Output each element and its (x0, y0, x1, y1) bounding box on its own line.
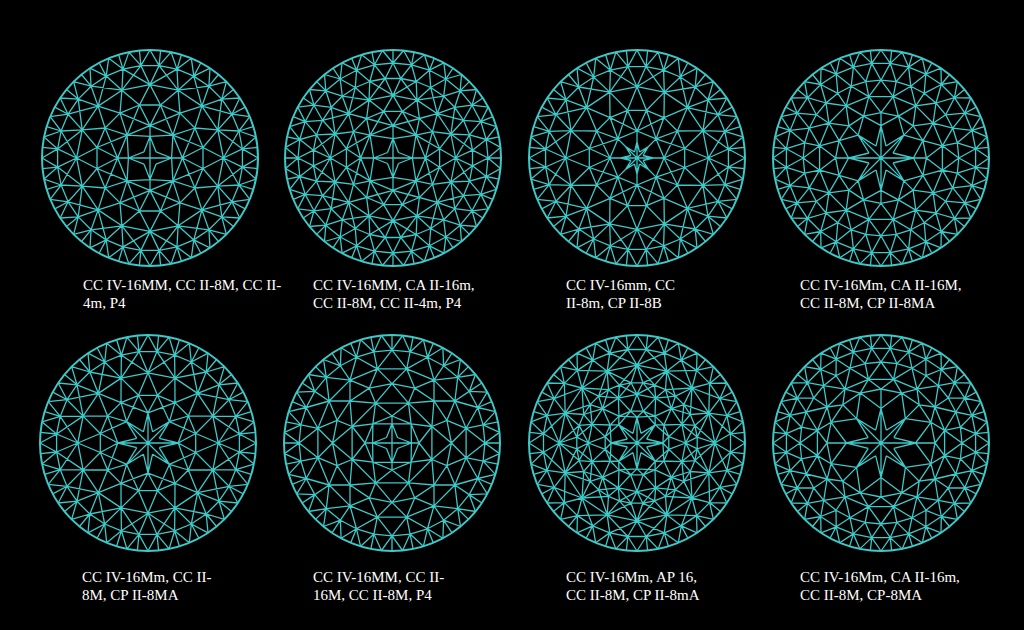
facet-caption: CC IV-16MM, CC II-8M, CC II-4m, P4 (83, 276, 302, 312)
caption-slot: CC IV-16MM, CA II-16m, CC II-8M, CC II-4… (313, 276, 488, 312)
facet-lines (773, 50, 989, 266)
facet-diagram (773, 50, 989, 266)
girdle-outline (773, 50, 989, 266)
caption-slot: CC IV-16Mm, CC II-8M, CP II-8MA (82, 568, 220, 604)
facet-caption: CC IV-16Mm, CC II-8M, CP II-8MA (82, 568, 220, 604)
caption-slot: CC IV-16mm, CC II-8m, CP II-8B (566, 276, 688, 312)
girdle-outline (284, 335, 500, 551)
girdle-outline (773, 335, 989, 551)
caption-slot: CC IV-16Mm, AP 16, CC II-8M, CP II-8mA (566, 568, 712, 604)
facet-lines (285, 50, 501, 266)
girdle-outline (285, 50, 501, 266)
facet-caption: CC IV-16MM, CA II-16m, CC II-8M, CC II-4… (313, 276, 488, 312)
facet-caption: CC IV-16Mm, AP 16, CC II-8M, CP II-8mA (566, 568, 712, 604)
facet-diagram (42, 50, 258, 266)
facet-lines (42, 50, 258, 266)
facet-diagram (773, 335, 989, 551)
facet-lines (40, 335, 256, 551)
facet-diagram (40, 335, 256, 551)
caption-slot: CC IV-16Mm, CA II-16M, CC II-8M, CP II-8… (800, 276, 975, 312)
caption-slot: CC IV-16Mm, CA II-16m, CC II-8M, CP-8MA (800, 568, 973, 604)
facet-caption: CC IV-16Mm, CA II-16m, CC II-8M, CP-8MA (800, 568, 973, 604)
facet-lines (529, 335, 745, 551)
facet-lines (284, 335, 500, 551)
facet-caption: CC IV-16mm, CC II-8m, CP II-8B (566, 276, 688, 312)
facet-diagram (529, 50, 745, 266)
caption-slot: CC IV-16MM, CC II-8M, CC II-4m, P4 (83, 276, 302, 312)
facet-caption: CC IV-16Mm, CA II-16M, CC II-8M, CP II-8… (800, 276, 975, 312)
facet-caption: CC IV-16MM, CC II-16M, CC II-8M, P4 (313, 568, 473, 604)
girdle-outline (529, 50, 745, 266)
girdle-outline (42, 50, 258, 266)
caption-slot: CC IV-16MM, CC II-16M, CC II-8M, P4 (313, 568, 473, 604)
facet-diagram (529, 335, 745, 551)
facet-diagram (284, 335, 500, 551)
facet-lines (773, 335, 989, 551)
facet-lines (529, 50, 745, 266)
girdle-outline (40, 335, 256, 551)
girdle-outline (529, 335, 745, 551)
facet-diagram (285, 50, 501, 266)
